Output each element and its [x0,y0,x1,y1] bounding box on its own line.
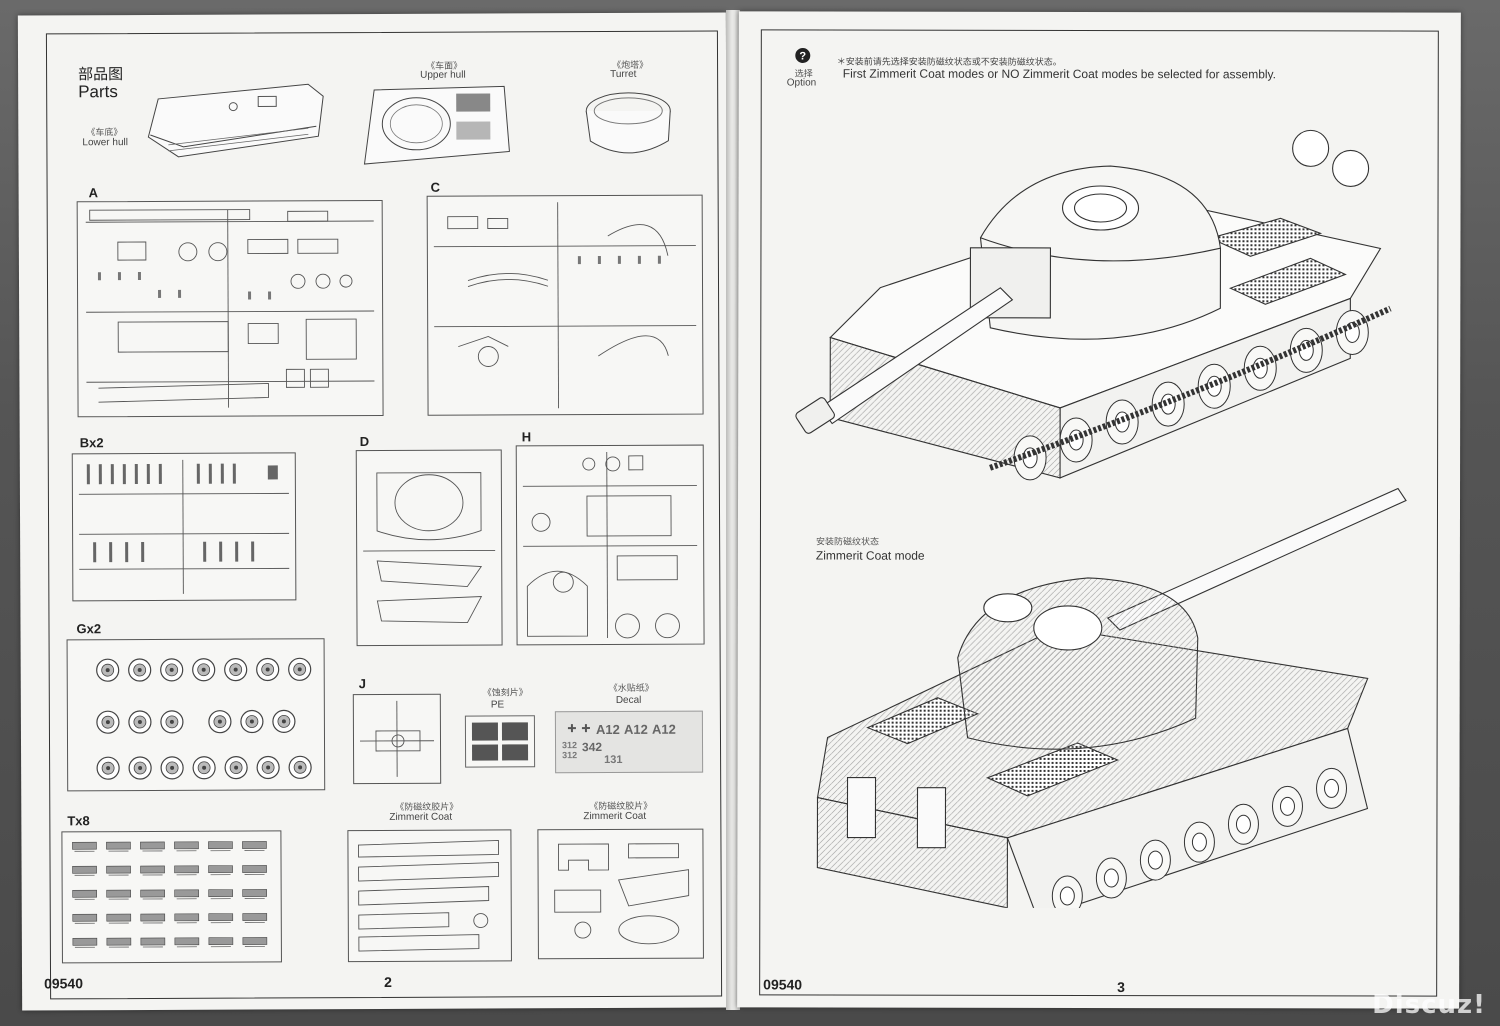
option-label-en: Option [786,77,817,89]
sprue-c [426,194,704,416]
sprue-c-parts [433,202,697,409]
sprue-b-parts [78,459,290,594]
decal-312-2: 312 [562,750,578,761]
tank-drawing-no-zimmerit [795,129,1392,481]
zimmerit1-en: Zimmerit Coat [389,811,453,823]
instruction-page-left: 部品图 Parts 《车底》 Lower hull 《车面》 Upper hul… [17,12,731,1011]
sprue-t [61,830,282,964]
upper-hull-drawing [363,85,510,165]
decal-sheet: A12 A12 A12 342 312 312 131 [554,710,704,774]
forum-watermark: Discuz! [1372,990,1486,1020]
sprue-h-parts [522,451,698,639]
decal-crosses [567,724,590,733]
zimmerit2-parts [554,843,690,945]
upper-hull-en: Upper hull [420,69,466,81]
sprue-j-parts [359,700,435,777]
lower-hull-en: Lower hull [82,137,129,149]
pe-parts [471,722,529,761]
option-question-icon: ? [795,47,811,63]
decal-342: 342 [581,740,603,755]
decal-en: Decal [615,694,642,706]
photo-etch-fret [464,715,536,768]
sprue-a-label: A [88,185,99,201]
decal-312-1: 312 [561,740,578,751]
sprue-t-label: Tx8 [67,813,90,829]
book-gutter [726,10,740,1010]
turret-en: Turret [610,68,637,80]
kit-number-left: 09540 [44,975,84,992]
sprue-g-label: Gx2 [76,621,102,637]
lower-hull-drawing [147,83,324,158]
sprue-d [355,449,503,647]
sprue-b-label: Bx2 [79,435,104,451]
sprue-a [76,199,384,418]
zimmerit-sheet-2 [537,828,704,960]
sprue-a-parts [85,209,375,408]
tank-drawing-zimmerit [816,487,1407,909]
decal-cn: 《水贴纸》 [608,682,654,693]
pe-en: PE [490,699,505,711]
page-number-left: 2 [384,973,392,990]
sprue-h-label: H [521,429,532,445]
sprue-j-label: J [358,676,367,692]
turret-drawing [585,92,671,154]
sprue-c-label: C [430,179,441,195]
zimmerit1-parts [358,839,500,952]
svg-text:?: ? [799,50,806,62]
decal-a12-3: A12 [651,721,676,737]
parts-title-en: Parts [78,82,118,102]
parts-title-cn: 部品图 [78,66,124,84]
sprue-j [352,693,442,785]
sprue-d-label: D [359,434,370,450]
sprue-h [515,444,705,646]
sprue-g [66,638,326,792]
zimmerit2-en: Zimmerit Coat [583,810,647,823]
pe-cn: 《蚀刻片》 [482,687,528,698]
sprue-b [71,452,297,602]
sprue-d-parts [363,472,496,624]
decal-131: 131 [604,753,623,766]
decal-a12-2: A12 [623,721,648,737]
kit-number-right: 09540 [763,976,803,993]
sprue-g-wheels [96,657,312,780]
page-number-right: 3 [1117,979,1125,996]
instruction-page-right: ? 选择 Option ＊安装前请先选择安装防磁纹状态或不安装防磁纹状态。 Fi… [737,11,1461,1009]
assembly-note-en: First Zimmerit Coat modes or NO Zimmerit… [842,66,1277,82]
zimmerit-sheet-1 [347,829,512,963]
sprue-t-track-links [72,841,268,948]
